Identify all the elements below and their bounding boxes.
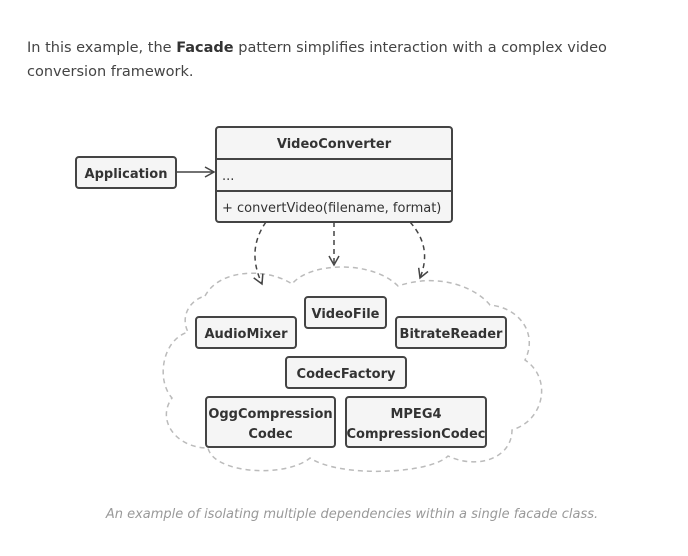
svg-text:CodecFactory: CodecFactory	[297, 367, 396, 382]
svg-text:Application: Application	[85, 167, 168, 182]
ogg-compression-codec-class: OggCompression Codec	[205, 396, 336, 448]
facade-class-name: VideoConverter	[277, 137, 392, 152]
svg-text:MPEG4: MPEG4	[390, 407, 441, 422]
dependency-arrow-left	[253, 221, 267, 286]
svg-text:AudioMixer: AudioMixer	[204, 327, 288, 342]
svg-text:VideoFile: VideoFile	[312, 307, 380, 322]
svg-text:BitrateReader: BitrateReader	[400, 327, 504, 342]
application-class: Application	[75, 156, 177, 189]
mpeg4-compression-codec-class: MPEG4 CompressionCodec	[345, 396, 487, 448]
bitrate-reader-class: BitrateReader	[395, 316, 507, 349]
dependency-arrow-right	[409, 221, 429, 280]
codec-factory-class: CodecFactory	[285, 356, 407, 389]
video-file-class: VideoFile	[304, 296, 387, 329]
facade-fields: ...	[222, 169, 234, 184]
facade-method: + convertVideo(filename, format)	[222, 201, 441, 216]
audio-mixer-class: AudioMixer	[195, 316, 297, 349]
figure-caption: An example of isolating multiple depende…	[105, 507, 599, 522]
video-converter-class: VideoConverter ... + convertVideo(filena…	[215, 126, 453, 223]
svg-text:OggCompression: OggCompression	[208, 407, 332, 422]
svg-text:Codec: Codec	[248, 427, 292, 442]
facade-term: Facade	[176, 39, 234, 56]
intro-paragraph: In this example, the Facade pattern simp…	[27, 39, 607, 80]
svg-text:CompressionCodec: CompressionCodec	[347, 427, 486, 442]
subsystem-cloud	[162, 266, 543, 473]
